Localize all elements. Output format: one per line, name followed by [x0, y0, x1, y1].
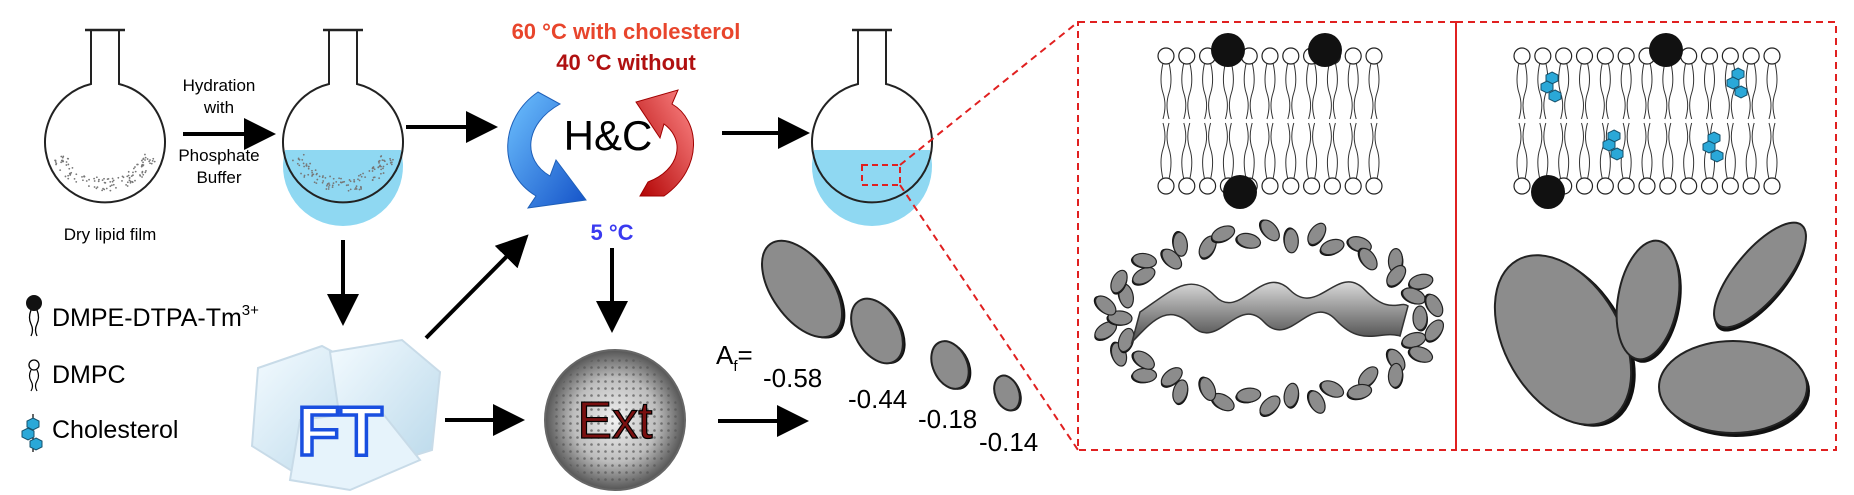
dmpc-lipid-icon	[29, 360, 39, 391]
af-label: Af=	[716, 340, 753, 375]
arrow-ft-to-hc	[426, 240, 523, 338]
ribbon-icon	[1132, 282, 1408, 342]
large-disk-3	[1697, 209, 1823, 345]
hydration-line-3: Phosphate	[178, 146, 259, 165]
disk-af-058	[746, 226, 862, 354]
legend-cholesterol-label: Cholesterol	[52, 416, 178, 444]
hydration-line-2: with	[203, 98, 234, 117]
legend-dmpe-label: DMPE-DTPA-Tm3+	[52, 302, 259, 332]
zoom-line-top	[900, 22, 1078, 165]
temp-high-label: 60 °C with cholesterol	[512, 19, 741, 44]
aligned-bicelles	[1090, 216, 1448, 421]
af-value-2: -0.44	[848, 384, 907, 414]
disk-af-018	[924, 334, 979, 396]
hc-label: H&C	[564, 112, 653, 159]
flask-dry-film	[45, 30, 165, 202]
heat-cool-cycle: H&C	[508, 90, 694, 208]
extruder-membrane: Ext	[545, 350, 685, 490]
af-value-3: -0.18	[918, 404, 977, 434]
hydration-line-1: Hydration	[183, 76, 256, 95]
cholesterol-icon	[22, 414, 42, 452]
af-value-4: -0.14	[979, 427, 1038, 457]
ice-cubes-image: FT	[252, 340, 440, 490]
large-disk-4	[1659, 341, 1810, 437]
af-value-1: -0.58	[763, 363, 822, 393]
dmpe-lipid-icon	[26, 295, 42, 336]
ft-label: FT	[297, 392, 383, 470]
temp-low-label: 5 °C	[590, 220, 633, 245]
buffer-liquid	[812, 150, 932, 226]
disk-af-014	[990, 371, 1027, 415]
legend-dmpc-label: DMPC	[52, 361, 126, 389]
hydration-label: Hydration with Phosphate Buffer	[178, 76, 259, 187]
legend: DMPE-DTPA-Tm3+ DMPC Cholesterol	[22, 295, 259, 452]
disk-af-044	[840, 289, 916, 374]
large-disks	[1467, 209, 1823, 452]
bilayer-with-cholesterol	[1514, 33, 1780, 209]
dry-film-label: Dry lipid film	[64, 225, 157, 244]
temp-mid-label: 40 °C without	[556, 50, 696, 75]
hydration-line-4: Buffer	[196, 168, 241, 187]
bilayer-without-cholesterol	[1158, 33, 1382, 209]
flask-hydrated	[283, 30, 403, 226]
ext-label: Ext	[577, 392, 653, 450]
flask-final	[812, 30, 932, 226]
